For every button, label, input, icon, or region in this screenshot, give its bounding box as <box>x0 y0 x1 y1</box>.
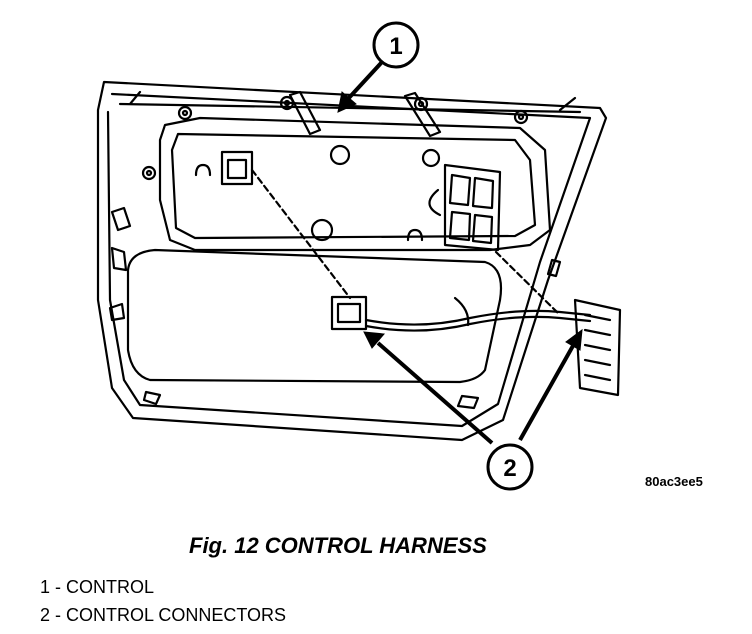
callout-1-circle <box>372 21 420 69</box>
control-housing <box>158 116 552 252</box>
legend-item: 1 - CONTROL <box>40 577 155 597</box>
callout-2-leader-a <box>376 341 494 445</box>
legend-number: 2 <box>40 605 51 625</box>
bezel-outline <box>96 80 608 442</box>
image-code: 80ac3ee5 <box>645 474 703 489</box>
legend-number: 1 <box>40 577 51 597</box>
upper-connector <box>220 150 254 186</box>
callout-2-number: 2 <box>503 455 516 482</box>
callout-1-leader <box>345 60 384 102</box>
harness-end-connector <box>573 298 622 397</box>
lower-connector <box>330 295 368 331</box>
callout-2-circle <box>486 443 534 491</box>
connector-bank <box>443 163 502 252</box>
bezel-inner-edge <box>106 92 592 428</box>
bezel-top-rim <box>118 90 582 114</box>
legend-text: CONTROL CONNECTORS <box>66 605 287 625</box>
legend-text: CONTROL <box>66 577 155 597</box>
callout-2-leader-b <box>518 343 576 441</box>
lower-pocket <box>126 248 503 384</box>
wire-harness <box>364 309 592 326</box>
figure-caption: Fig. 12 CONTROL HARNESS <box>189 533 487 558</box>
callout-1-number: 1 <box>389 33 402 60</box>
legend-item: 2 - CONTROL CONNECTORS <box>40 605 287 625</box>
